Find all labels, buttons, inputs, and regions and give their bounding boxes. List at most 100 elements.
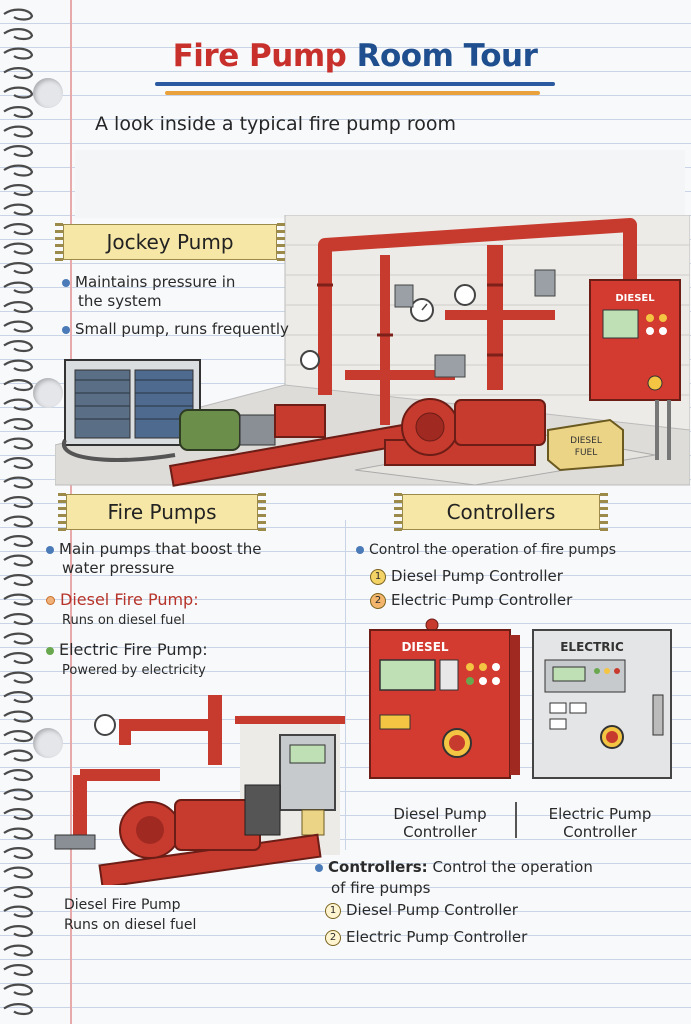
- controllers-summary: Controllers: Control the operation of fi…: [315, 857, 593, 899]
- spiral-coil: [3, 866, 34, 879]
- controllers-bullet-1: Control the operation of fire pumps: [356, 541, 616, 560]
- spiral-coil: [3, 223, 34, 236]
- spiral-coil: [3, 262, 34, 275]
- spiral-coil: [3, 671, 34, 684]
- spiral-coil: [3, 554, 34, 567]
- spiral-coil: [3, 515, 34, 528]
- spiral-coil: [3, 691, 34, 704]
- fire-pumps-bullet-1: Main pumps that boost the water pressure: [46, 540, 262, 578]
- controllers-banner: Controllers: [394, 493, 608, 531]
- spiral-coil: [3, 847, 34, 860]
- page-subtitle: A look inside a typical fire pump room: [95, 113, 456, 135]
- number-badge-icon: 2: [325, 929, 341, 946]
- diesel-fire-pump-caption: Diesel Fire Pump Runs on diesel fuel: [64, 897, 197, 933]
- spiral-coil: [3, 1003, 34, 1016]
- spiral-coil: [3, 574, 34, 587]
- spiral-coil: [3, 47, 34, 60]
- spiral-coil: [3, 613, 34, 626]
- title-underline-orange: [165, 91, 540, 95]
- spiral-coil: [3, 593, 34, 606]
- spiral-coil: [3, 886, 34, 899]
- spiral-coil: [3, 808, 34, 821]
- electric-controller-caption: Electric Pump Controller: [548, 805, 652, 841]
- spiral-coil: [3, 281, 34, 294]
- bullet-dot-icon: [356, 546, 364, 554]
- jockey-bullet-1: Maintains pressure in the system: [62, 273, 235, 311]
- number-badge-icon: 1: [325, 902, 341, 919]
- diesel-controller-caption: Diesel Pump Controller: [393, 805, 487, 841]
- spiral-coil: [3, 496, 34, 509]
- bullet-dot-icon: [46, 596, 55, 605]
- bullet-dot-icon: [315, 863, 323, 872]
- punch-hole: [33, 78, 63, 108]
- spiral-coil: [3, 632, 34, 645]
- spiral-coil: [3, 106, 34, 119]
- pump-room-illustration: DIESEL DIESEL FUEL: [55, 215, 690, 487]
- controllers-heading: Controllers: [446, 500, 556, 524]
- spiral-coil: [3, 652, 34, 665]
- spiral-coil: [3, 398, 34, 411]
- number-badge-icon: 1: [370, 568, 386, 585]
- controller-panels-illustration: DIESEL ELECTRIC: [369, 618, 672, 779]
- spiral-coil: [3, 769, 34, 782]
- spiral-coil: [3, 8, 34, 21]
- spiral-coil: [3, 359, 34, 372]
- spiral-coil: [3, 983, 34, 996]
- spiral-binding: [3, 8, 34, 1016]
- column-divider: [345, 520, 346, 850]
- number-badge-icon: 2: [370, 592, 386, 609]
- punch-hole: [33, 378, 63, 408]
- spiral-coil: [3, 925, 34, 938]
- jockey-pump-banner: Jockey Pump: [55, 223, 285, 261]
- title-part-blue: Room Tour: [356, 38, 538, 74]
- spiral-coil: [3, 944, 34, 957]
- bullet-dot-icon: [62, 325, 70, 334]
- tank-label-line1: DIESEL: [570, 436, 602, 446]
- spiral-coil: [3, 184, 34, 197]
- spiral-coil: [3, 535, 34, 548]
- diesel-panel-label: DIESEL: [615, 293, 655, 304]
- spiral-coil: [3, 379, 34, 392]
- jockey-pump-heading: Jockey Pump: [106, 230, 234, 254]
- spiral-coil: [3, 905, 34, 918]
- jockey-bullet-2: Small pump, runs frequently: [62, 320, 289, 339]
- electric-fire-pump-item: Electric Fire Pump: Powered by electrici…: [46, 640, 208, 680]
- spiral-coil: [3, 242, 34, 255]
- spiral-coil: [3, 964, 34, 977]
- diesel-controller-label: DIESEL: [401, 640, 448, 654]
- diesel-fire-pump-illustration: [54, 695, 345, 885]
- spiral-coil: [3, 164, 34, 177]
- spiral-coil: [3, 320, 34, 333]
- spiral-coil: [3, 145, 34, 158]
- spiral-coil: [3, 418, 34, 431]
- diesel-fire-pump-item: Diesel Fire Pump: Runs on diesel fuel: [46, 590, 199, 630]
- title-part-red: Fire Pump: [172, 38, 347, 74]
- bullet-dot-icon: [46, 545, 54, 554]
- spiral-coil: [3, 86, 34, 99]
- spiral-coil: [3, 203, 34, 216]
- fire-pumps-heading: Fire Pumps: [107, 500, 217, 524]
- blank-band: [75, 150, 685, 218]
- spiral-coil: [3, 340, 34, 353]
- spiral-coil: [3, 710, 34, 723]
- spiral-coil: [3, 730, 34, 743]
- spiral-coil: [3, 67, 34, 80]
- caption-divider: [515, 802, 517, 838]
- fire-pumps-banner: Fire Pumps: [58, 493, 266, 531]
- electric-controller-label: ELECTRIC: [560, 640, 624, 654]
- bullet-dot-icon: [46, 646, 54, 655]
- bullet-dot-icon: [62, 278, 70, 287]
- punch-hole: [33, 728, 63, 758]
- spiral-coil: [3, 28, 34, 41]
- title-underline-blue: [155, 82, 555, 86]
- spiral-coil: [3, 476, 34, 489]
- spiral-coil: [3, 827, 34, 840]
- spiral-coil: [3, 301, 34, 314]
- spiral-coil: [3, 457, 34, 470]
- spiral-coil: [3, 125, 34, 138]
- page-title: Fire Pump Room Tour: [150, 38, 560, 74]
